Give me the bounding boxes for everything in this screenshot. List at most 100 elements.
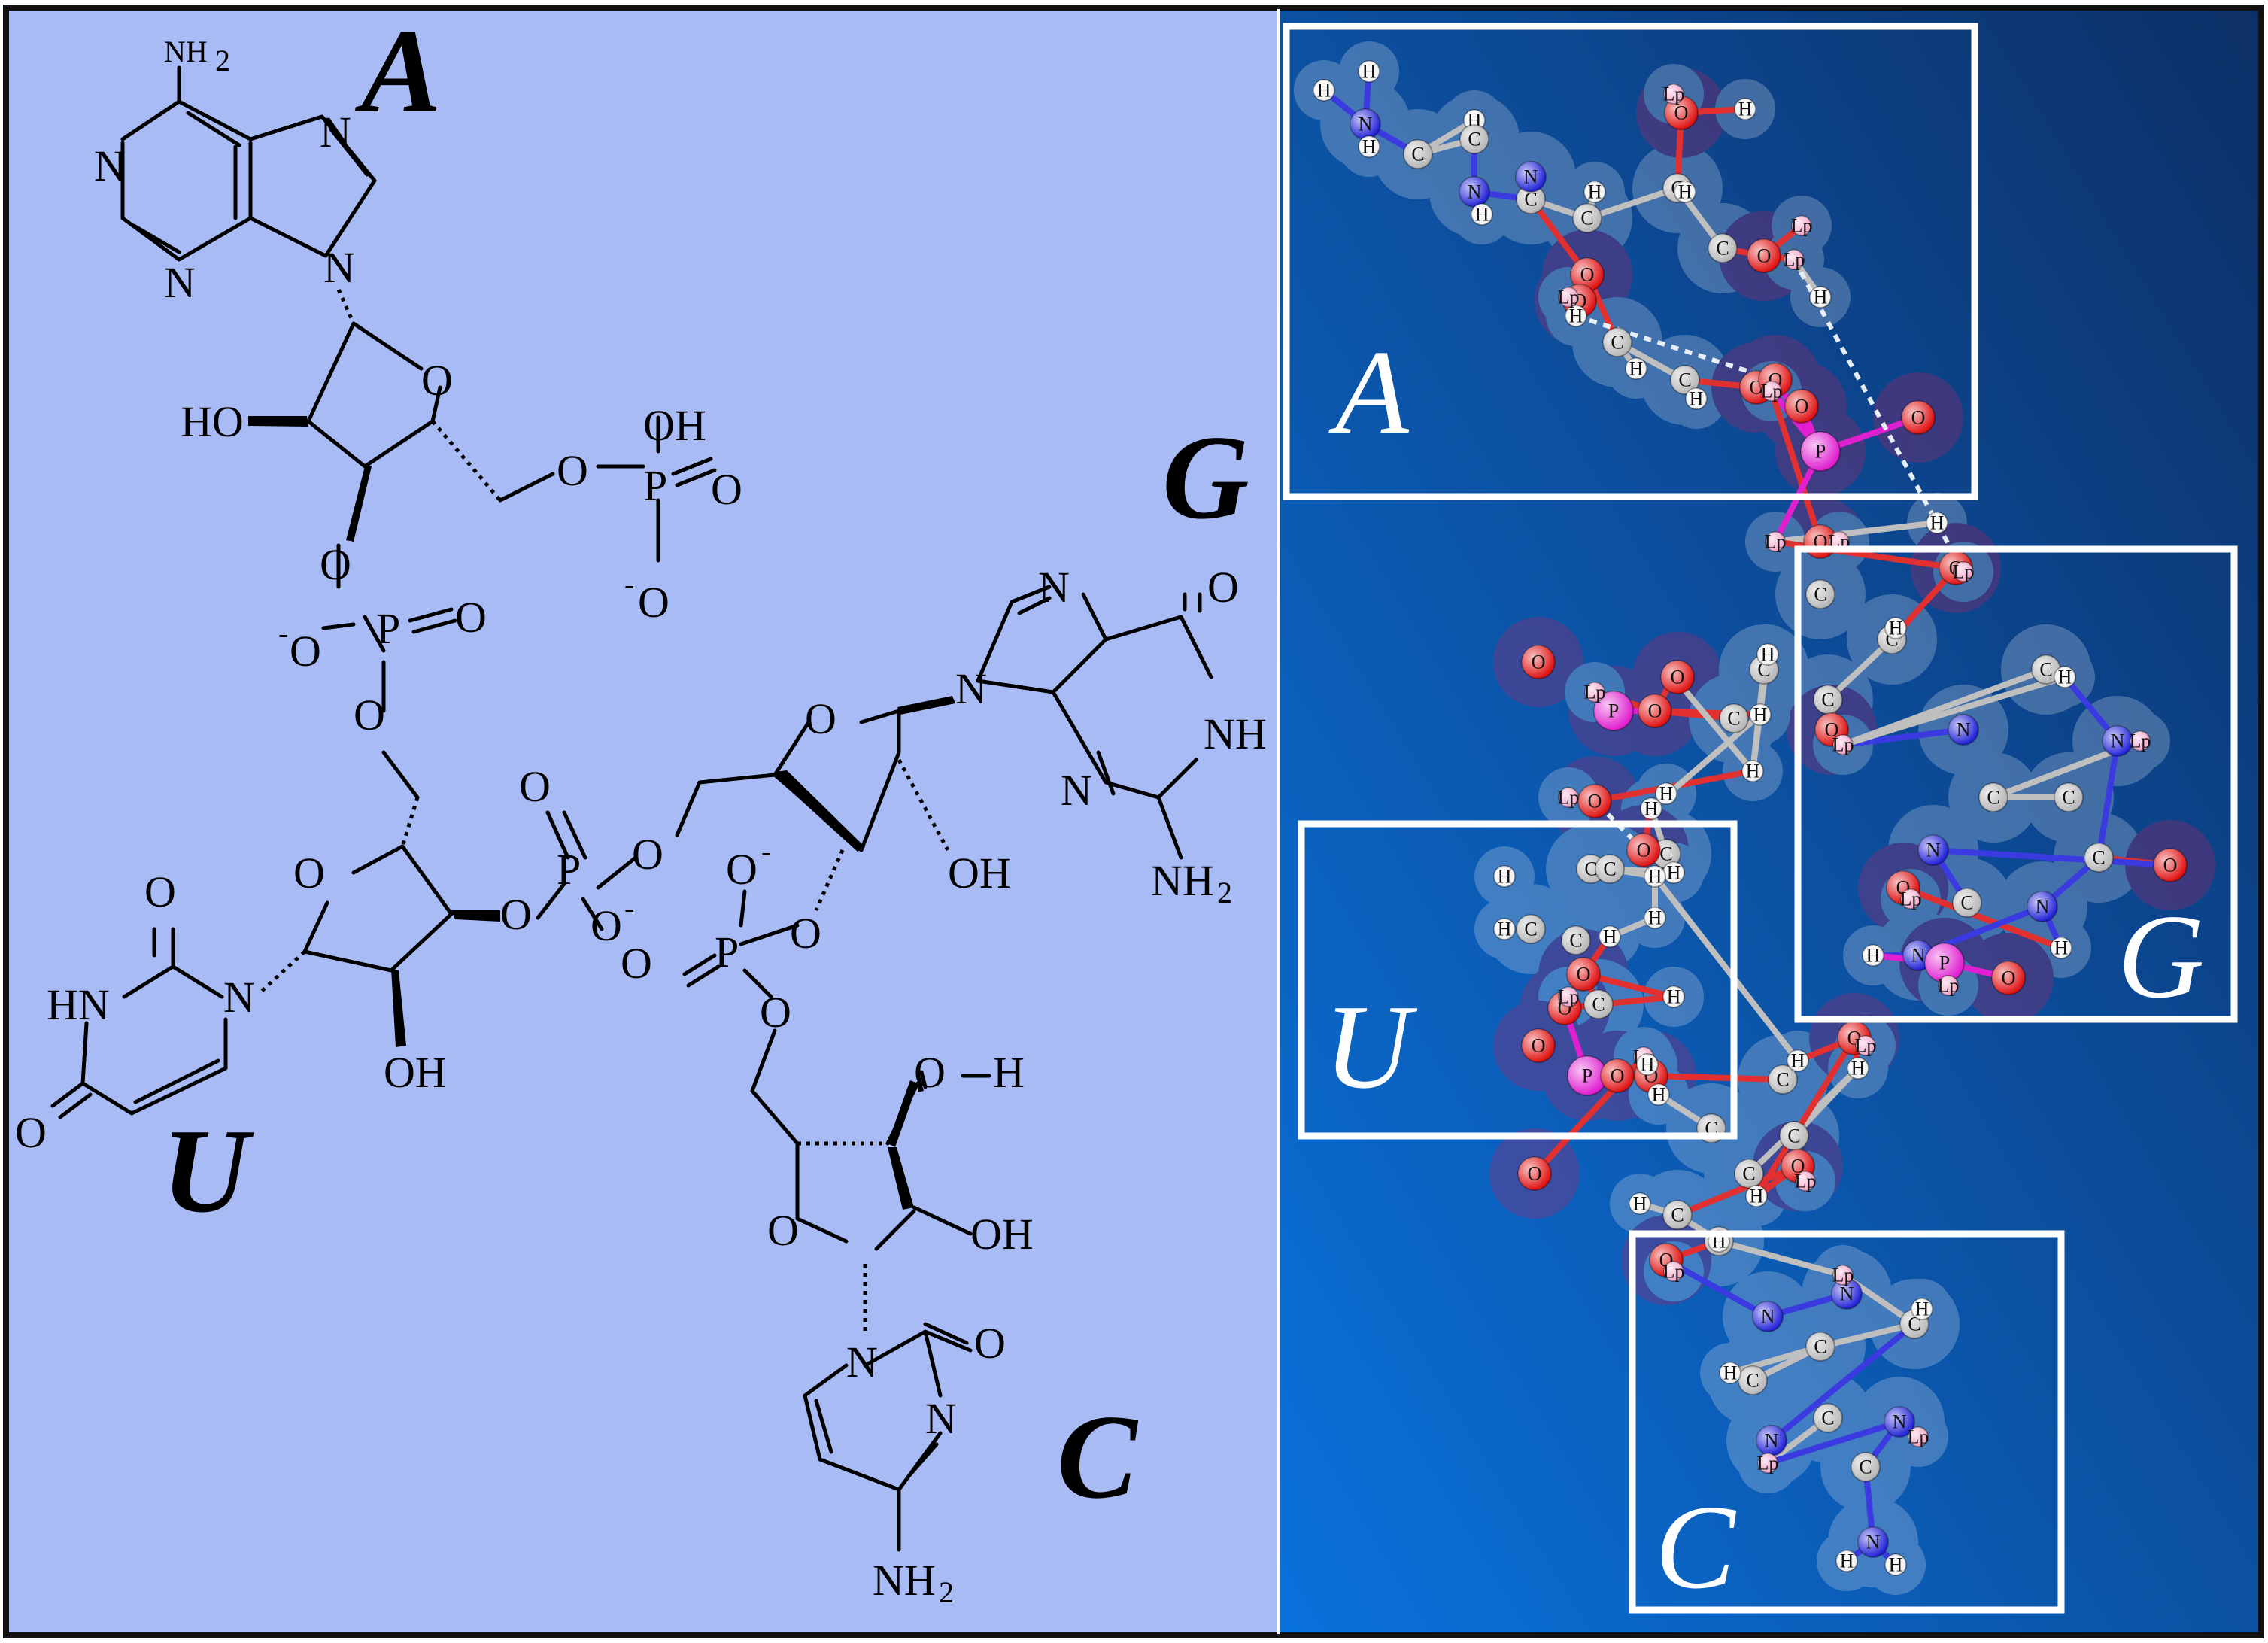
atom-symbol: H xyxy=(1866,945,1881,967)
model-bond xyxy=(1840,727,1966,748)
model-atom: C xyxy=(1403,139,1433,169)
atom-symbol: H xyxy=(1723,1362,1738,1384)
model-atom: O xyxy=(1577,784,1612,818)
cytosine-o2: O xyxy=(974,1319,1006,1368)
atom-symbol: C xyxy=(2039,659,2052,681)
model-atom: C xyxy=(1595,854,1625,884)
model-bond xyxy=(1930,847,2173,868)
phosphate-terminal-o: O xyxy=(711,465,742,514)
model-atom: H xyxy=(1655,782,1677,805)
left-panel-background xyxy=(8,9,1277,1634)
model-bond xyxy=(1716,1238,1846,1278)
atom-symbol: H xyxy=(1317,80,1331,102)
atom-symbol: C xyxy=(2092,847,2105,869)
model-atom: O xyxy=(1521,645,1556,679)
model-bond xyxy=(1652,873,1801,1064)
phosphate-gc-o-minus: O xyxy=(726,845,758,894)
label-guanosine: G xyxy=(1162,410,1249,544)
model-atoms: HNHHCHCNHCNCHOOHLpCHCHOLpCHOLpHCOLpLpHOP… xyxy=(1313,60,2188,1576)
model-atom: P xyxy=(1800,431,1841,472)
atom-symbol: C xyxy=(1716,238,1729,260)
atom-symbol: O xyxy=(1580,264,1595,286)
atom-symbol: P xyxy=(1582,1065,1592,1087)
model-atom: N xyxy=(1884,1406,1915,1438)
model-atom: Lp xyxy=(1558,287,1580,308)
model-atom: O xyxy=(1600,1058,1635,1093)
atom-symbol: Lp xyxy=(1953,561,1975,583)
model-bond xyxy=(1769,1321,1917,1444)
atom-symbol: N xyxy=(2036,896,2050,918)
model-bond xyxy=(1562,994,1677,1011)
phosphate-terminal-oh: OH xyxy=(643,401,706,450)
atom-symbol: C xyxy=(1987,787,1999,809)
atom-symbol: C xyxy=(1524,919,1537,940)
model-atom: Lp xyxy=(1832,1265,1854,1286)
model-atom: Lp xyxy=(1908,1426,1929,1448)
model-atom: C xyxy=(1670,365,1700,395)
atom-symbol: Lp xyxy=(1795,1171,1817,1192)
atom-symbol: H xyxy=(1840,1550,1854,1572)
atom-symbol: H xyxy=(1588,181,1602,203)
atom-symbol: N xyxy=(1866,1532,1881,1553)
atom-symbol: C xyxy=(1569,930,1582,952)
atom-symbol: H xyxy=(2058,667,2072,688)
model-atom: H xyxy=(1565,305,1587,327)
uracil-base: O N HN O xyxy=(15,867,255,1157)
guanine-n9: N xyxy=(955,664,987,713)
cytosine-n3: N xyxy=(925,1394,957,1443)
atom-symbol: C xyxy=(1659,843,1672,865)
atom-symbol: Lp xyxy=(1855,1035,1877,1057)
model-bond xyxy=(2096,738,2121,861)
model-atom: C xyxy=(2084,843,2114,873)
model-atom: Lp xyxy=(1784,249,1805,271)
model-atom: H xyxy=(1884,617,1907,639)
model-atom: C xyxy=(1813,1403,1843,1433)
atom-symbol: O xyxy=(1757,245,1772,267)
uracil-o2: O xyxy=(144,867,176,916)
model-atom: H xyxy=(2054,666,2076,688)
atom-symbol: H xyxy=(1475,204,1489,226)
atom-symbol: H xyxy=(1629,358,1644,380)
phosphate-au: O P O O - O xyxy=(278,540,487,800)
box-label-uridine: U xyxy=(1324,979,1418,1113)
model-atom: O xyxy=(1901,400,1936,435)
outer-border xyxy=(3,5,2264,1638)
phosphate-au-o5: O xyxy=(354,691,385,740)
atom-symbol: C xyxy=(1776,1069,1789,1091)
phosphate-au-charge: - xyxy=(278,616,288,650)
model-atom: C xyxy=(1851,1452,1881,1482)
adenine-base: NH 2 N N N N xyxy=(94,35,377,307)
model-atom: Lp xyxy=(2130,730,2151,752)
atom-symbol: C xyxy=(1592,994,1605,1016)
atom-symbol: H xyxy=(2054,937,2069,959)
atom-symbol: H xyxy=(1641,1054,1655,1076)
atom-symbol: O xyxy=(1674,102,1689,124)
cytosine-base: N O N NH 2 xyxy=(803,1319,1006,1609)
ribose-g-2oh: OH xyxy=(948,849,1011,897)
phosphate-ug: O P O - O xyxy=(519,762,663,950)
ribose-u-ring-o: O xyxy=(293,849,325,897)
model-atom: H xyxy=(1884,1553,1907,1576)
atom-symbol: O xyxy=(1648,700,1662,722)
phosphate-terminal-p: P xyxy=(643,461,667,510)
model-atom: Lp xyxy=(1757,1453,1779,1474)
atom-symbol: H xyxy=(1930,512,1945,534)
atom-symbol: H xyxy=(1667,862,1681,884)
model-atom: H xyxy=(1629,1192,1651,1215)
model-atom: H xyxy=(1674,181,1696,203)
atom-symbol: O xyxy=(1611,1065,1625,1087)
atom-symbol: O xyxy=(1528,1163,1542,1185)
ribose-c-3h: H xyxy=(993,1048,1025,1097)
phosphate-gc-o3: O xyxy=(790,909,821,958)
guanine-nh2: NH xyxy=(1151,856,1214,905)
atom-symbol: H xyxy=(1362,136,1377,158)
model-atom: C xyxy=(1805,1332,1835,1362)
atom-symbol: C xyxy=(1742,1163,1755,1185)
model-atom: Lp xyxy=(1663,1261,1685,1283)
model-atom: C xyxy=(2054,782,2084,812)
atom-symbol: N xyxy=(1359,114,1373,135)
atom-symbol: O xyxy=(1588,791,1602,812)
atom-symbol: H xyxy=(1648,907,1662,929)
atom-symbol: Lp xyxy=(1908,1426,1929,1448)
